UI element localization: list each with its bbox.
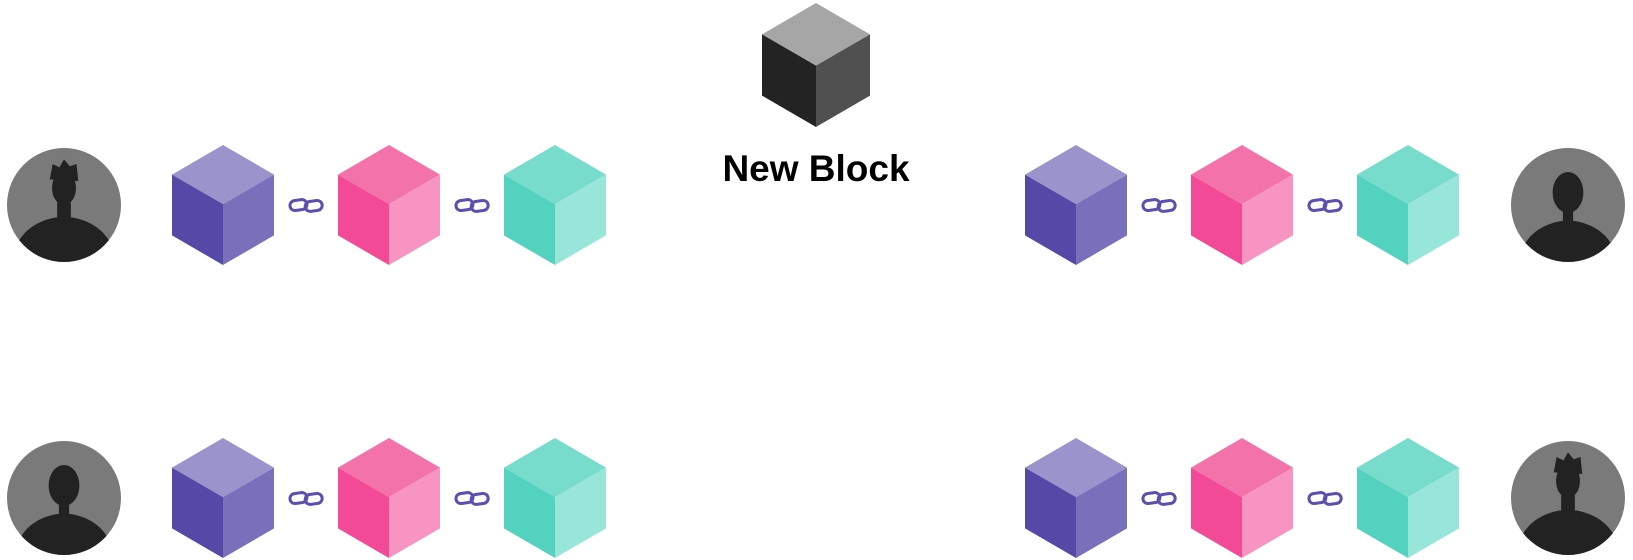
link-icon [454, 491, 490, 506]
cube-right-face [389, 174, 440, 265]
cube-right-face [1408, 467, 1459, 558]
block-cube-teal [1357, 145, 1459, 265]
cube-left-face [338, 174, 389, 265]
new-block-cube [762, 3, 870, 127]
cube-left-face [172, 174, 223, 265]
cube-right-face [555, 174, 606, 265]
node-top-left [7, 145, 606, 265]
male-avatar-icon [1511, 441, 1625, 555]
link-icon [1141, 198, 1177, 213]
cube-right-face [389, 467, 440, 558]
female-avatar-icon [7, 441, 121, 555]
block-cube-pink [338, 145, 440, 265]
block-cube-pink [338, 438, 440, 558]
cube-right-face [555, 467, 606, 558]
cube-left-face [1191, 467, 1242, 558]
cube-left-face [504, 467, 555, 558]
female-avatar-icon [1511, 148, 1625, 262]
cube-left-face [1025, 174, 1076, 265]
cube-left-face [504, 174, 555, 265]
cube-right-face [1242, 174, 1293, 265]
link-icon [288, 491, 324, 506]
link-icon [1141, 491, 1177, 506]
cube-right-face [223, 174, 274, 265]
cube-left-face [1191, 174, 1242, 265]
cube-left-face [172, 467, 223, 558]
cube-right-face [1242, 467, 1293, 558]
block-cube-pink [1191, 145, 1293, 265]
link-icon [1307, 198, 1343, 213]
link-icon [454, 198, 490, 213]
link-icon [288, 198, 324, 213]
cube-top-face [1357, 145, 1459, 205]
cube-left-face [1357, 467, 1408, 558]
male-avatar-icon [7, 148, 121, 262]
cube-top-face [504, 145, 606, 205]
cube-left-face [1025, 467, 1076, 558]
block-cube-purple [172, 145, 274, 265]
cube-right-face [1076, 467, 1127, 558]
node-bottom-right [1025, 438, 1625, 558]
cube-left-face [762, 34, 816, 127]
cube-left-face [1357, 174, 1408, 265]
block-cube-purple [1025, 438, 1127, 558]
cube-top-face [172, 145, 274, 205]
link-icon [1307, 491, 1343, 506]
cube-top-face [1025, 145, 1127, 205]
node-top-right [1025, 145, 1625, 265]
cube-top-face [1191, 145, 1293, 205]
block-cube-teal [504, 438, 606, 558]
block-cube-teal [504, 145, 606, 265]
node-bottom-left [7, 438, 606, 558]
block-cube-pink [1191, 438, 1293, 558]
cube-left-face [338, 467, 389, 558]
block-cube-teal [1357, 438, 1459, 558]
cube-top-face [338, 145, 440, 205]
block-cube-purple [1025, 145, 1127, 265]
block-cube-purple [172, 438, 274, 558]
cube-right-face [223, 467, 274, 558]
cube-right-face [816, 34, 870, 127]
new-block-cube-shape [762, 3, 870, 127]
nodes [7, 145, 1625, 558]
cube-right-face [1408, 174, 1459, 265]
cube-right-face [1076, 174, 1127, 265]
new-block-label: New Block [722, 148, 910, 189]
